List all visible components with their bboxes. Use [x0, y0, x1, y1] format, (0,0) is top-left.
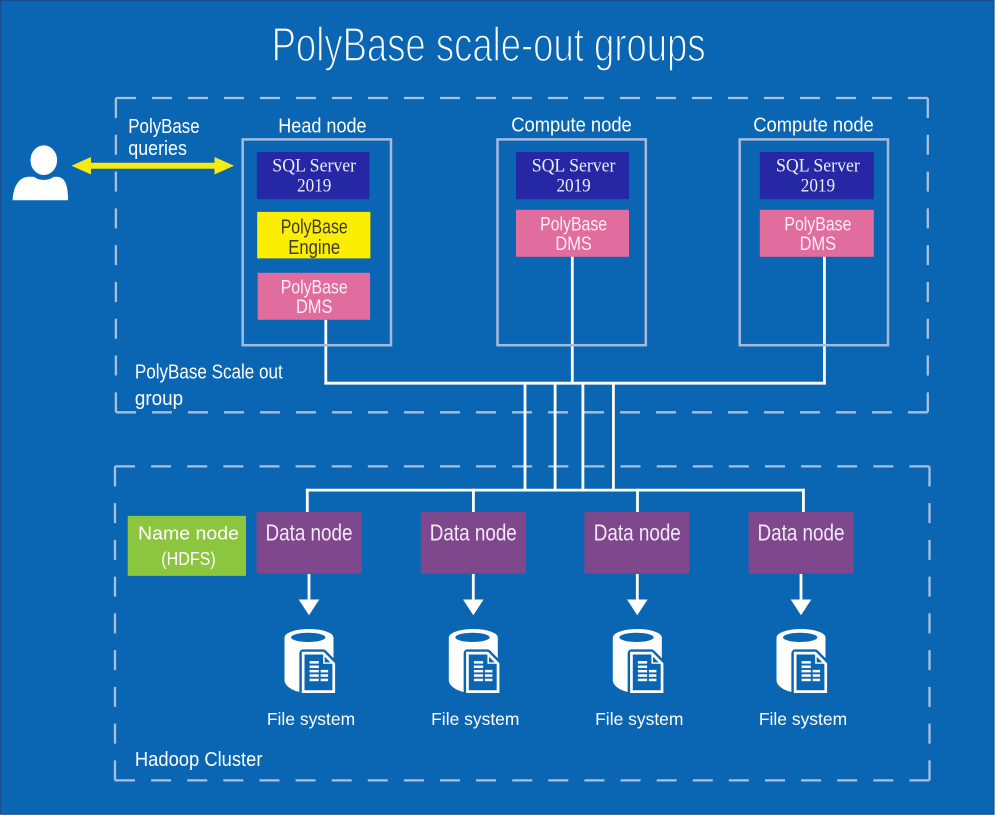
svg-text:PolyBase scale-out groups: PolyBase scale-out groups: [272, 18, 706, 72]
svg-text:Data node: Data node: [266, 519, 353, 545]
svg-text:File system: File system: [267, 709, 355, 729]
svg-text:PolyBase: PolyBase: [281, 276, 348, 298]
svg-text:group: group: [135, 388, 183, 410]
svg-text:2019: 2019: [556, 175, 590, 196]
svg-text:Data node: Data node: [758, 519, 845, 545]
svg-text:queries: queries: [128, 138, 187, 160]
svg-text:2019: 2019: [801, 175, 835, 196]
svg-text:Data node: Data node: [594, 519, 681, 545]
svg-text:PolyBase: PolyBase: [128, 116, 199, 138]
svg-text:PolyBase: PolyBase: [281, 215, 348, 238]
svg-text:File system: File system: [595, 709, 683, 729]
svg-text:File system: File system: [759, 709, 847, 729]
svg-text:PolyBase Scale out: PolyBase Scale out: [135, 361, 283, 383]
svg-text:Engine: Engine: [288, 236, 340, 259]
svg-text:SQL Server: SQL Server: [272, 156, 356, 177]
svg-text:Compute node: Compute node: [511, 113, 632, 136]
svg-text:Hadoop Cluster: Hadoop Cluster: [135, 749, 263, 771]
svg-text:Name node: Name node: [138, 523, 239, 544]
svg-text:PolyBase: PolyBase: [784, 213, 851, 235]
svg-text:(HDFS): (HDFS): [161, 548, 215, 569]
svg-text:DMS: DMS: [296, 296, 333, 318]
svg-text:2019: 2019: [297, 175, 331, 196]
svg-text:Head node: Head node: [278, 114, 366, 137]
svg-text:SQL Server: SQL Server: [532, 156, 616, 177]
svg-text:DMS: DMS: [555, 233, 592, 255]
svg-text:Data node: Data node: [430, 519, 517, 545]
svg-text:SQL Server: SQL Server: [776, 156, 860, 177]
svg-text:File system: File system: [431, 709, 519, 729]
svg-text:Compute node: Compute node: [753, 113, 874, 136]
svg-text:DMS: DMS: [800, 233, 837, 255]
svg-text:PolyBase: PolyBase: [540, 213, 607, 235]
